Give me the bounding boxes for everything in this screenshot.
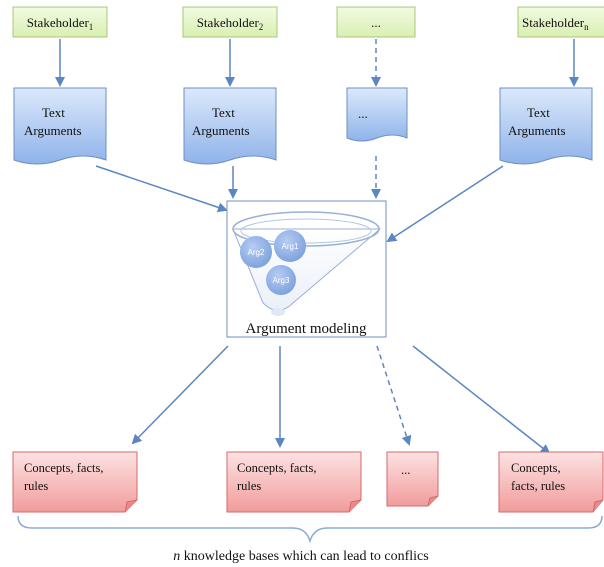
argument-ball-1: Arg1 xyxy=(274,230,306,262)
stakeholder-2: Stakeholder2 xyxy=(182,6,278,38)
svg-text:Stakeholder2: Stakeholder2 xyxy=(197,15,264,32)
argument-modeling-box: Arg2 Arg1 Arg3 Argument modeling xyxy=(226,200,387,338)
arrow-doc-n-to-funnel xyxy=(386,165,504,243)
footer-caption: n knowledge bases which can lead to conf… xyxy=(173,549,428,564)
grouping-brace xyxy=(17,515,603,544)
knowledge-base-n: Concepts, facts, rules xyxy=(498,451,604,513)
svg-text:Arg2: Arg2 xyxy=(248,248,265,257)
svg-text:Text: Text xyxy=(42,105,65,120)
arrow-funnel-to-kb-1 xyxy=(131,345,229,445)
arrow-funnel-to-kb-ellipsis xyxy=(376,345,412,446)
knowledge-base-2: Concepts, facts, rules xyxy=(226,451,362,513)
svg-text:facts, rules: facts, rules xyxy=(511,479,565,493)
text-arguments-doc-1: Text Arguments xyxy=(13,87,107,165)
svg-text:...: ... xyxy=(401,463,410,477)
arrow-doc-1-to-funnel xyxy=(95,165,228,213)
svg-text:Arg3: Arg3 xyxy=(273,276,290,285)
svg-text:Stakeholdern: Stakeholdern xyxy=(522,15,589,32)
svg-text:Arguments: Arguments xyxy=(192,123,250,138)
svg-text:Text: Text xyxy=(527,105,550,120)
argument-ball-3: Arg3 xyxy=(266,265,296,295)
text-arguments-doc-ellipsis: ... xyxy=(346,87,408,142)
svg-text:rules: rules xyxy=(24,479,48,493)
argument-modeling-label: Argument modeling xyxy=(246,321,367,337)
svg-text:Arg1: Arg1 xyxy=(282,242,299,251)
arrow-funnel-to-kb-n xyxy=(412,345,551,455)
svg-text:Concepts, facts,: Concepts, facts, xyxy=(237,461,317,475)
svg-text:rules: rules xyxy=(237,479,261,493)
svg-text:...: ... xyxy=(358,106,368,121)
knowledge-base-ellipsis: ... xyxy=(386,451,439,507)
argument-ball-2: Arg2 xyxy=(240,236,272,268)
funnel-rim-inner xyxy=(240,218,372,244)
stakeholder-n: Stakeholdern xyxy=(517,6,604,38)
knowledge-base-1: Concepts, facts, rules xyxy=(12,451,138,513)
svg-text:Arguments: Arguments xyxy=(24,123,82,138)
text-arguments-doc-n: Text Arguments xyxy=(499,87,593,165)
svg-text:Concepts, facts,: Concepts, facts, xyxy=(24,461,104,475)
svg-text:Stakeholder1: Stakeholder1 xyxy=(27,15,94,32)
stakeholder-1: Stakeholder1 xyxy=(12,6,108,38)
text-arguments-doc-2: Text Arguments xyxy=(183,87,277,165)
stakeholder-ellipsis: ... xyxy=(336,6,416,38)
funnel-spout xyxy=(271,308,285,316)
svg-text:...: ... xyxy=(371,15,381,30)
svg-text:Arguments: Arguments xyxy=(508,123,566,138)
svg-text:Text: Text xyxy=(212,105,235,120)
svg-text:Concepts,: Concepts, xyxy=(511,461,561,475)
